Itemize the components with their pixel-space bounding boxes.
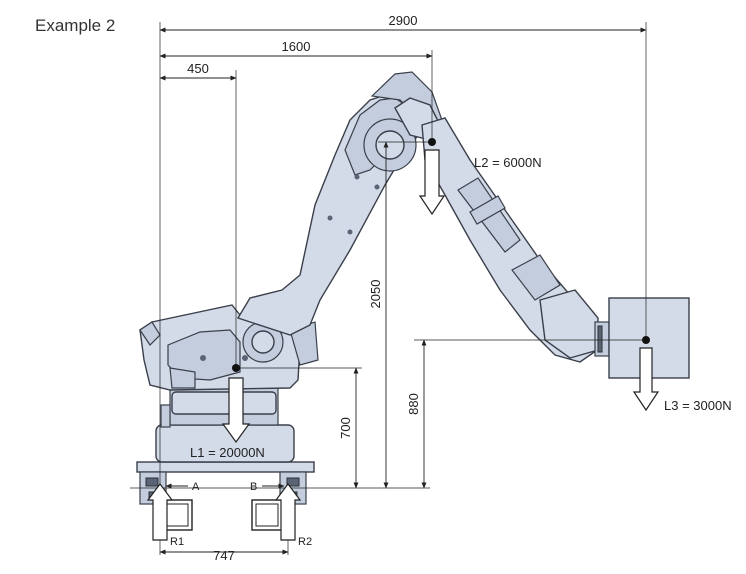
dimension-lines xyxy=(159,27,647,555)
robot-upper-arm xyxy=(236,71,443,336)
load-arrow-l2 xyxy=(418,149,446,216)
page-title: Example 2 xyxy=(35,16,116,35)
reaction-r2 xyxy=(274,483,302,541)
dim-450-label: 450 xyxy=(187,61,209,76)
load-point-l3 xyxy=(642,336,650,344)
base-side-tab xyxy=(160,404,171,428)
reaction-r1 xyxy=(146,483,174,541)
base-plate xyxy=(136,461,315,473)
dim-880-label: 880 xyxy=(406,393,421,415)
robot-forearm xyxy=(421,117,610,363)
point-b-label: B xyxy=(250,481,257,493)
load-arrow-l3 xyxy=(632,347,660,412)
reaction-arrow-r2 xyxy=(274,483,302,541)
load-l3-label: L3 = 3000N xyxy=(664,398,732,413)
load-l1 xyxy=(221,364,251,444)
reaction-r2-label: R2 xyxy=(298,536,312,548)
load-l1-label: L1 = 20000N xyxy=(190,445,265,460)
load-l3 xyxy=(632,336,660,412)
reaction-r1-label: R1 xyxy=(170,536,184,548)
dim-700-label: 700 xyxy=(338,417,353,439)
wrist-housing xyxy=(511,254,561,301)
dim-1600-label: 1600 xyxy=(282,39,311,54)
load-arrow-l1 xyxy=(221,377,251,444)
load-point-l2 xyxy=(428,138,436,146)
load-l2-label: L2 = 6000N xyxy=(474,155,542,170)
load-point-l1 xyxy=(232,364,240,372)
extension-lines xyxy=(130,22,647,555)
robot-lower-body xyxy=(139,304,319,391)
load-l2 xyxy=(418,138,446,216)
reaction-arrow-r1 xyxy=(146,483,174,541)
dim-747-label: 747 xyxy=(213,548,235,563)
dim-2050-label: 2050 xyxy=(368,280,383,309)
point-a-label: A xyxy=(192,481,200,493)
dim-2900-label: 2900 xyxy=(389,13,418,28)
